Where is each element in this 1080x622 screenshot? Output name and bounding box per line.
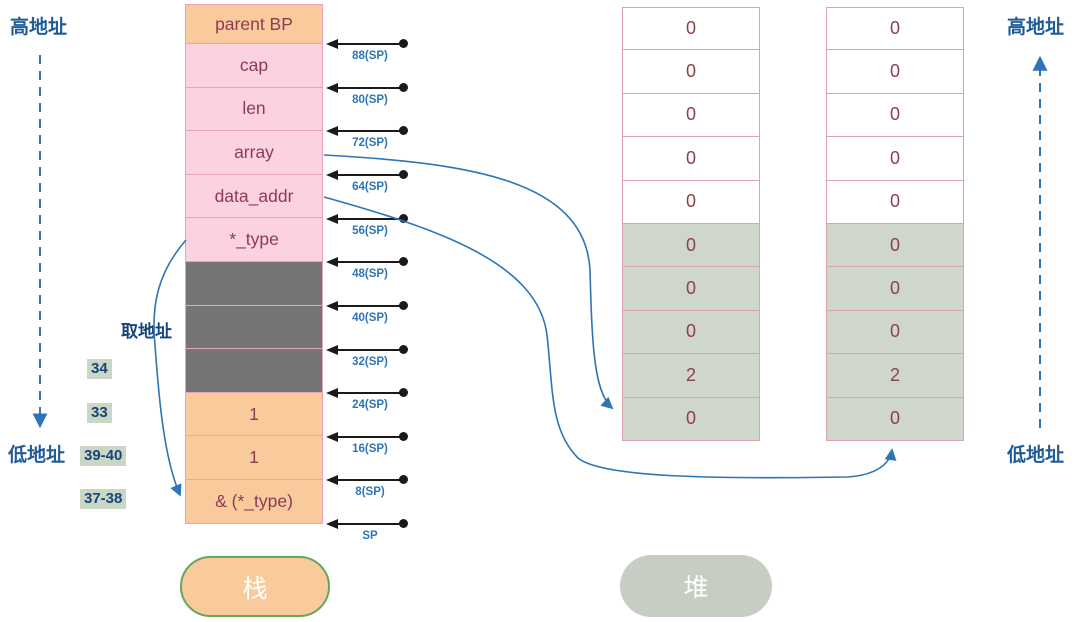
arrow-left-icon [326,519,338,529]
heap-cell: 2 [826,354,964,398]
sp-offset-label: 72(SP) [352,137,388,149]
take-address-arrow [153,239,187,497]
heap-cell: 0 [622,7,760,51]
dot-icon [399,126,408,135]
low-address-label-right: 低地址 [1007,445,1065,466]
heap-cell: 0 [622,223,760,268]
sp-arrow-sp: SP [326,519,408,542]
sp-offset-label: 24(SP) [352,399,388,411]
heap-column-right: 0 0 0 0 0 0 0 0 2 0 [826,7,964,441]
sp-offset-label: SP [362,530,378,542]
sp-arrow-72: 72(SP) [326,126,408,149]
dot-icon [399,39,408,48]
data-addr-pointer-arrow [323,196,897,479]
sp-arrow-64: 64(SP) [326,170,408,193]
heap-cell: 0 [622,180,760,224]
arrow-left-icon [326,126,338,136]
sp-arrow-24: 24(SP) [326,388,408,411]
heap-cell: 0 [826,50,964,94]
sp-arrow-8: 8(SP) [326,475,408,498]
line-number-39-40: 39-40 [80,446,127,466]
low-address-label-left: 低地址 [8,445,66,466]
sp-offset-label: 88(SP) [352,50,388,62]
high-address-label-left: 高地址 [10,17,68,38]
heap-badge: 堆 [620,555,772,617]
sp-offset-label: 40(SP) [352,312,388,324]
stack-cell-unused-2 [185,305,323,350]
dot-icon [399,83,408,92]
dot-icon [399,388,408,397]
sp-offset-label: 16(SP) [352,443,388,455]
dot-icon [399,214,408,223]
line-number-37-38: 37-38 [80,489,127,509]
heap-cell: 2 [622,354,760,398]
sp-arrow-16: 16(SP) [326,432,408,455]
stack-cell-addr-of-type: & (*_type) [185,479,323,524]
heap-cell: 0 [826,223,964,268]
dot-icon [399,519,408,528]
stack-cell-one-b: 1 [185,436,323,480]
dot-icon [399,475,408,484]
heap-cell: 0 [826,180,964,224]
heap-cell: 0 [826,397,964,441]
stack-badge: 栈 [180,556,330,617]
sp-arrow-88: 88(SP) [326,39,408,62]
stack-cell-type-ptr: *_type [185,218,323,262]
sp-offset-label: 80(SP) [352,94,388,106]
dot-icon [399,170,408,179]
stack-cell-unused-1 [185,261,323,306]
arrow-left-icon [326,83,338,93]
heap-cell: 0 [622,137,760,181]
heap-cell: 0 [622,310,760,355]
sp-arrow-80: 80(SP) [326,83,408,106]
stack-cell-len: len [185,87,323,132]
stack-cell-parent-bp: parent BP [185,4,323,44]
line-number-34: 34 [87,359,112,379]
dot-icon [399,257,408,266]
take-address-label: 取地址 [121,322,172,341]
stack-cell-one-a: 1 [185,392,323,437]
dot-icon [399,345,408,354]
heap-cell: 0 [826,7,964,51]
arrow-left-icon [326,475,338,485]
heap-cell: 0 [622,397,760,441]
dot-icon [399,432,408,441]
stack-cell-array: array [185,131,323,175]
sp-offset-label: 64(SP) [352,181,388,193]
stack-cell-cap: cap [185,44,323,88]
sp-arrow-56: 56(SP) [326,214,408,237]
stack-column: parent BP cap len array data_addr *_type… [185,4,323,524]
heap-column-left: 0 0 0 0 0 0 0 0 2 0 [622,7,760,441]
heap-cell: 0 [826,267,964,311]
sp-offset-label: 32(SP) [352,356,388,368]
sp-offset-label: 8(SP) [355,486,385,498]
sp-offset-label: 48(SP) [352,268,388,280]
sp-offset-label: 56(SP) [352,225,388,237]
sp-arrow-40: 40(SP) [326,301,408,324]
heap-cell: 0 [826,137,964,181]
sp-arrow-48: 48(SP) [326,257,408,280]
heap-cell: 0 [622,93,760,138]
heap-cell: 0 [622,50,760,94]
heap-cell: 0 [622,267,760,311]
heap-cell: 0 [826,93,964,138]
stack-cell-unused-3 [185,349,323,393]
sp-arrow-32: 32(SP) [326,345,408,368]
arrow-left-icon [326,39,338,49]
stack-cell-data-addr: data_addr [185,174,323,219]
dot-icon [399,301,408,310]
line-number-33: 33 [87,403,112,423]
heap-cell: 0 [826,310,964,355]
high-address-label-right: 高地址 [1007,17,1065,38]
